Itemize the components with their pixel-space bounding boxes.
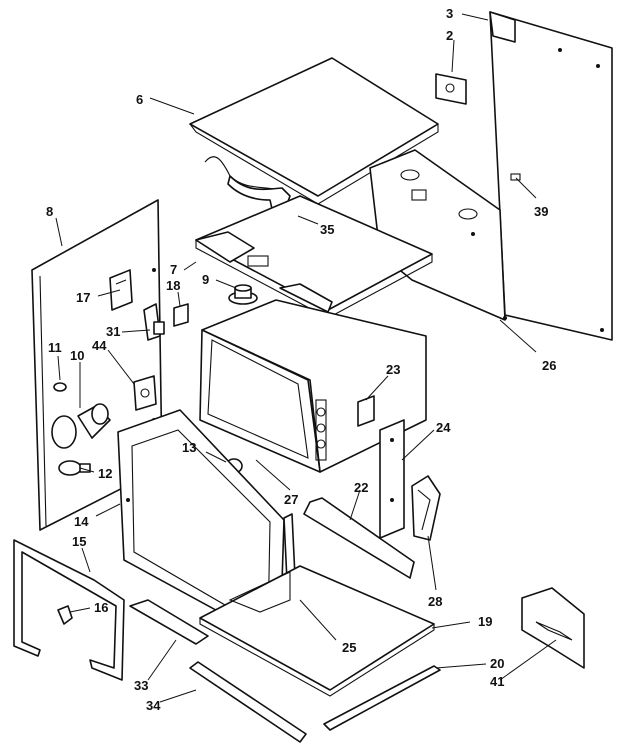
bracket-part-2 — [435, 73, 467, 105]
label-part-10: 10 — [70, 348, 84, 363]
hinge-bracket-part-24 — [379, 419, 405, 539]
clip-part-16 — [57, 605, 73, 625]
trim-part-33 — [129, 599, 209, 645]
label-part-18: 18 — [166, 278, 180, 293]
label-part-9: 9 — [202, 272, 209, 287]
bracket-part-41 — [521, 587, 585, 669]
rail-part-22 — [303, 497, 415, 579]
washer-part-11 — [53, 382, 67, 392]
label-part-19: 19 — [478, 614, 492, 629]
thermostat-part-9 — [228, 284, 258, 305]
label-part-16: 16 — [94, 600, 108, 615]
label-part-33: 33 — [134, 678, 148, 693]
label-part-34: 34 — [146, 698, 161, 713]
label-part-44: 44 — [92, 338, 107, 353]
label-part-27: 27 — [284, 492, 298, 507]
door-gasket-part-15 — [13, 539, 125, 681]
part-labels: 3 2 6 39 35 8 7 9 18 17 31 11 44 10 26 2… — [46, 6, 556, 713]
floor-panel-part-25 — [228, 571, 291, 613]
bulb-part-12 — [58, 460, 91, 476]
label-part-25: 25 — [342, 640, 356, 655]
label-part-14: 14 — [74, 514, 89, 529]
oven-cavity — [199, 299, 427, 473]
label-part-22: 22 — [354, 480, 368, 495]
label-part-20: 20 — [490, 656, 504, 671]
label-part-41: 41 — [490, 674, 504, 689]
label-part-8: 8 — [46, 204, 53, 219]
label-part-6: 6 — [136, 92, 143, 107]
label-part-39: 39 — [534, 204, 548, 219]
label-part-28: 28 — [428, 594, 442, 609]
label-part-13: 13 — [182, 440, 196, 455]
bracket-part-17 — [109, 269, 133, 311]
switch-part-18 — [143, 303, 189, 341]
label-part-3: 3 — [446, 6, 453, 21]
label-part-17: 17 — [76, 290, 90, 305]
light-assembly-part-10 — [51, 403, 111, 449]
label-part-24: 24 — [436, 420, 451, 435]
label-part-23: 23 — [386, 362, 400, 377]
label-part-11: 11 — [48, 340, 62, 355]
label-part-12: 12 — [98, 466, 112, 481]
label-part-31: 31 — [106, 324, 120, 339]
hinge-part-28 — [411, 475, 441, 541]
rear-panel-part-3 — [489, 11, 613, 341]
rail-part-20 — [323, 665, 441, 731]
label-part-7: 7 — [170, 262, 177, 277]
bracket-part-23 — [357, 395, 375, 427]
label-part-2: 2 — [446, 28, 453, 43]
kick-plate-part-34 — [189, 661, 307, 743]
label-part-26: 26 — [542, 358, 556, 373]
leader-lines — [55, 13, 557, 703]
clip-part-31 — [153, 321, 165, 335]
socket-part-44 — [133, 375, 157, 411]
label-part-35: 35 — [320, 222, 334, 237]
label-part-15: 15 — [72, 534, 86, 549]
